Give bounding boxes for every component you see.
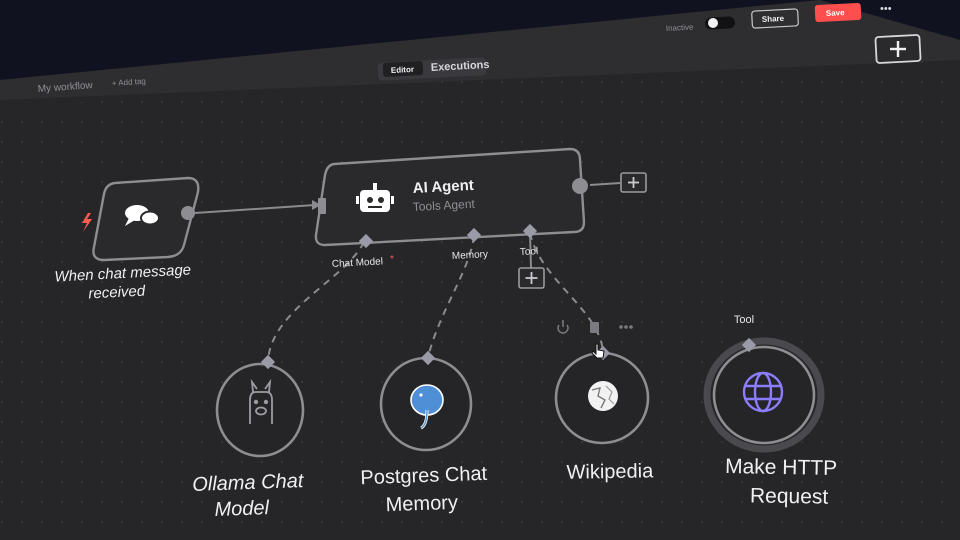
connection-chat-model[interactable] bbox=[267, 241, 365, 363]
ollama-node-label-1: Ollama Chat bbox=[192, 470, 305, 496]
http-node-label-1: Make HTTP bbox=[725, 455, 837, 480]
trigger-node-label-2: received bbox=[88, 282, 146, 302]
share-button-label: Share bbox=[762, 14, 785, 24]
elephant-icon bbox=[410, 384, 444, 430]
connection-trigger-agent[interactable] bbox=[194, 204, 316, 214]
workflow-name[interactable]: My workflow bbox=[37, 80, 93, 95]
add-node-button[interactable] bbox=[874, 34, 922, 64]
status-label: Inactive bbox=[666, 23, 695, 33]
share-button[interactable]: Share bbox=[751, 8, 799, 29]
ai-agent-title: AI Agent bbox=[412, 177, 474, 197]
more-options-icon[interactable]: ••• bbox=[880, 3, 892, 15]
memory-input-label: Memory bbox=[452, 249, 489, 262]
cursor-hand-icon bbox=[591, 343, 605, 359]
trigger-output-handle[interactable] bbox=[181, 206, 195, 220]
wikipedia-globe-icon bbox=[588, 381, 618, 411]
view-tabs: Editor Executions bbox=[377, 57, 490, 81]
tool-input-label: Tool bbox=[520, 246, 539, 258]
tool-input-handle[interactable] bbox=[522, 223, 538, 239]
tool-add-button[interactable] bbox=[518, 267, 545, 289]
chat-model-input-label: Chat Model bbox=[332, 256, 384, 270]
http-tool-label: Tool bbox=[734, 314, 754, 326]
more-options-node-icon[interactable] bbox=[619, 325, 633, 329]
ai-agent-input-handle[interactable] bbox=[318, 198, 326, 214]
llama-icon bbox=[249, 378, 273, 424]
connection-arrowhead bbox=[312, 200, 321, 210]
postgres-output-handle[interactable] bbox=[420, 350, 436, 366]
connection-tool-add bbox=[529, 232, 532, 269]
ai-agent-output-handle[interactable] bbox=[572, 178, 588, 194]
http-node-label-2: Request bbox=[750, 484, 829, 508]
tab-editor-label: Editor bbox=[391, 65, 415, 75]
connection-tool-wikipedia[interactable] bbox=[529, 232, 604, 353]
ollama-chat-model-node[interactable] bbox=[215, 362, 305, 458]
agent-output-add-button[interactable] bbox=[620, 172, 647, 193]
memory-input-handle[interactable] bbox=[466, 227, 482, 243]
http-output-handle[interactable] bbox=[741, 337, 757, 353]
chat-bubbles-icon bbox=[125, 205, 160, 226]
globe-icon bbox=[742, 371, 784, 413]
chat-model-input-handle[interactable] bbox=[358, 233, 374, 249]
trigger-bolt-icon bbox=[82, 213, 92, 232]
postgres-chat-memory-node[interactable] bbox=[379, 356, 473, 452]
robot-icon bbox=[356, 183, 394, 212]
ai-agent-subtitle: Tools Agent bbox=[412, 197, 475, 214]
save-button-label: Save bbox=[826, 8, 846, 18]
trigger-node[interactable] bbox=[92, 176, 200, 262]
ollama-output-handle[interactable] bbox=[260, 354, 276, 370]
save-button[interactable]: Save bbox=[814, 2, 862, 23]
postgres-node-label-1: Postgres Chat bbox=[360, 463, 488, 489]
postgres-node-label-2: Memory bbox=[385, 492, 458, 517]
chat-model-required-mark: * bbox=[390, 254, 394, 265]
trash-icon[interactable] bbox=[590, 322, 599, 333]
connection-agent-output bbox=[589, 182, 621, 186]
wikipedia-node-label: Wikipedia bbox=[566, 460, 654, 484]
wikipedia-node-toolbar bbox=[557, 320, 633, 334]
tab-editor[interactable] bbox=[382, 61, 424, 77]
power-icon[interactable] bbox=[557, 320, 569, 334]
tab-executions-label[interactable]: Executions bbox=[431, 59, 490, 74]
wikipedia-node[interactable] bbox=[554, 351, 650, 445]
ollama-node-label-2: Model bbox=[214, 497, 270, 521]
ai-agent-node[interactable]: AI Agent Tools Agent bbox=[314, 147, 588, 247]
make-http-request-node[interactable] bbox=[703, 337, 825, 453]
active-toggle[interactable] bbox=[705, 16, 736, 30]
add-tag-link[interactable]: + Add tag bbox=[112, 77, 147, 88]
